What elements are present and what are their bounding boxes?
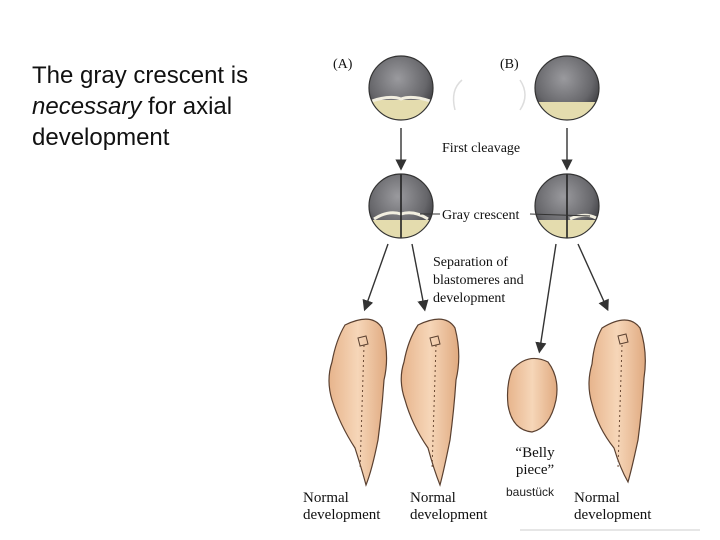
slide-heading: The gray crescent is necessary for axial… xyxy=(32,60,312,153)
separation-arrow-a-left xyxy=(362,243,389,312)
outcome-1-line-1: Normal xyxy=(303,490,349,506)
outcome-label-2: Normal development xyxy=(410,490,487,524)
panel-a-label: (A) xyxy=(333,57,353,72)
belly-piece-line-2: piece” xyxy=(515,462,555,478)
separation-arrow-a-right xyxy=(411,243,429,312)
first-cleavage-label: First cleavage xyxy=(442,141,520,156)
egg-a-two-cell xyxy=(368,173,434,239)
heading-line-1: The gray crescent is xyxy=(32,62,249,89)
egg-b-two-cell xyxy=(534,173,600,239)
gray-crescent-pointer-b xyxy=(529,213,591,217)
outcome-3-line-2: development xyxy=(574,507,652,523)
heading-line-2-rest: for axial xyxy=(141,93,233,120)
baustuck-note: baustück xyxy=(506,485,555,499)
outcome-label-3: Normal development xyxy=(574,490,651,524)
separation-arrow-b-left xyxy=(535,243,557,354)
separation-label: Separation of blastomeres and developmen… xyxy=(433,255,527,306)
gray-crescent-label: Gray crescent xyxy=(442,208,519,223)
heading-emphasis: necessary xyxy=(32,93,142,120)
outcome-3-line-1: Normal xyxy=(574,490,620,506)
belly-piece-label: “Belly piece” xyxy=(512,445,558,479)
outcome-2-line-2: development xyxy=(410,507,488,523)
outcome-label-1: Normal development xyxy=(303,490,380,524)
separation-line-2: blastomeres and xyxy=(433,273,524,288)
belly-piece-line-1: “Belly xyxy=(515,445,555,461)
separation-line-1: Separation of xyxy=(433,255,508,270)
separation-line-3: development xyxy=(433,291,505,306)
belly-piece-embryo xyxy=(506,357,558,433)
egg-a-uncleaved xyxy=(368,55,434,121)
outcome-2-line-1: Normal xyxy=(410,490,456,506)
normal-embryo-3 xyxy=(588,319,646,484)
heading-line-2: necessary for axial xyxy=(32,91,312,122)
faint-sketch-line xyxy=(519,79,526,111)
normal-embryo-2 xyxy=(400,318,460,487)
normal-embryo-1 xyxy=(328,318,388,487)
outcome-1-line-2: development xyxy=(303,507,381,523)
separation-arrow-b-right xyxy=(577,243,609,312)
heading-line-3: development xyxy=(32,124,170,151)
panel-b-label: (B) xyxy=(500,57,519,72)
egg-b-uncleaved xyxy=(534,55,600,121)
faint-sketch-line xyxy=(452,79,463,111)
